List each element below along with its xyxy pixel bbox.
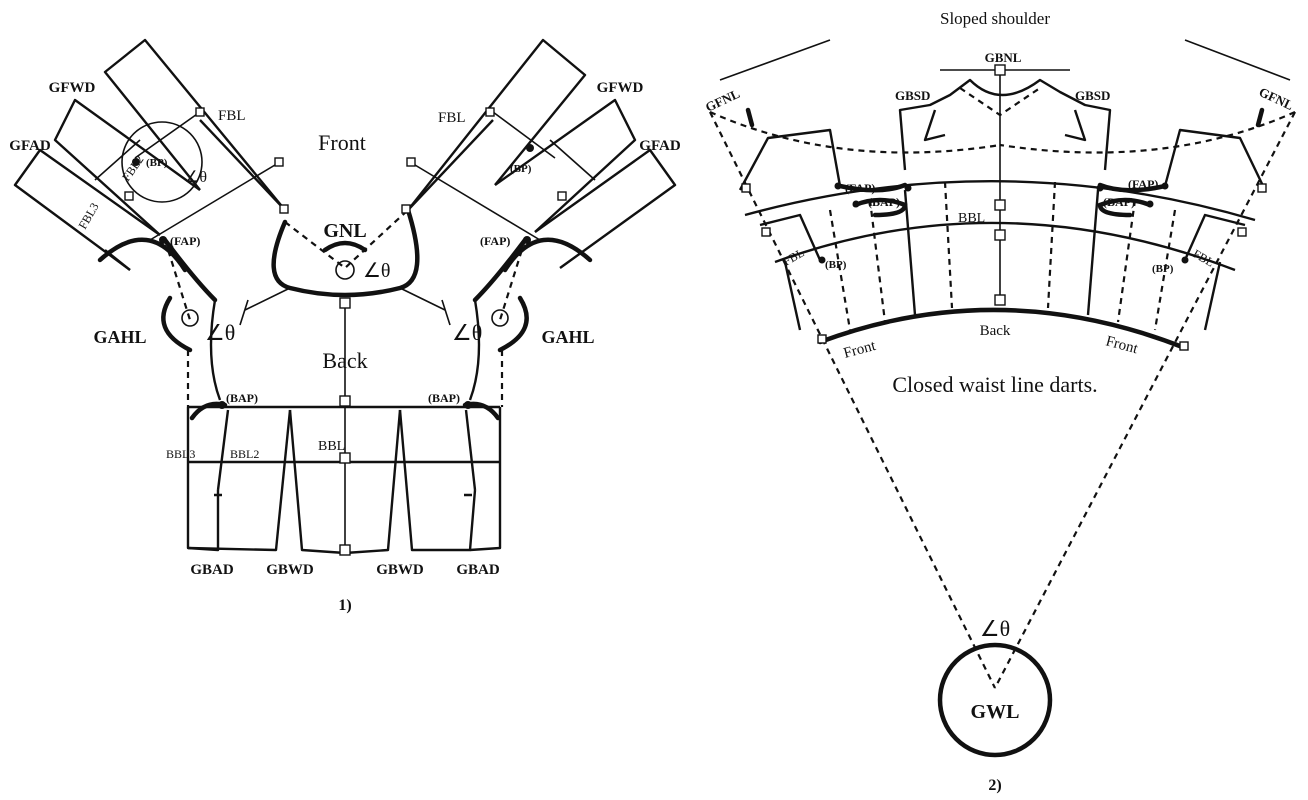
left-front-bodice [13, 38, 289, 321]
front-left-label-2: Front [842, 338, 878, 362]
right-front-bodice [401, 38, 677, 321]
gfnl-left-label: GFNL [703, 86, 742, 115]
gbad-left-label: GBAD [190, 562, 234, 578]
neck-angle-label: ∠θ [363, 260, 391, 282]
sloped-back-piece [898, 64, 1112, 306]
sloped-shoulder-title: Sloped shoulder [940, 9, 1050, 28]
gnl-label: GNL [323, 220, 366, 242]
closed-waist-note: Closed waist line darts. [892, 372, 1097, 397]
bust-angle-label: ∠θ [185, 169, 207, 186]
fbl2-label: FBL2 [119, 153, 147, 184]
fbl-left-label: FBL [218, 108, 246, 124]
bap-left-label: (BAP) [226, 391, 258, 405]
gbwd-right-label: GBWD [376, 562, 424, 578]
gbad-right-label: GBAD [456, 562, 500, 578]
radial-lines [828, 181, 1177, 331]
fan-angle-label: ∠θ [980, 616, 1010, 641]
front-right-label-2: Front [1104, 333, 1140, 357]
fbl-left-label-2: FBL [781, 245, 807, 268]
gfad-right-label: GFAD [639, 138, 681, 154]
front-label: Front [318, 130, 366, 155]
bbl3-label: BBL3 [166, 447, 195, 461]
gahl-left-label: GAHL [93, 327, 146, 347]
fbl3-label: FBL3 [75, 200, 101, 231]
neck-region [244, 207, 446, 311]
bp-right-label: (BP) [510, 163, 532, 175]
fap-left-label: (FAP) [170, 234, 200, 248]
gbsd-left-label: GBSD [895, 88, 930, 103]
fap-left-label-2: (FAP) [845, 181, 875, 195]
gwl-label: GWL [971, 701, 1020, 723]
armhole-left-angle-label: ∠θ [205, 320, 235, 345]
gwl-circle [937, 642, 1053, 758]
gfwd-left-label: GFWD [49, 80, 96, 96]
back-bodice [186, 300, 502, 556]
diagram-2: Sloped shoulder GBNL GBSD GBSD GFNL GFNL… [703, 9, 1296, 794]
bp-left-label-2: (BP) [825, 259, 847, 271]
gbsd-right-label: GBSD [1075, 88, 1110, 103]
gfwd-right-label: GFWD [597, 80, 644, 96]
bbl-label: BBL [318, 439, 345, 454]
gfad-left-label: GFAD [9, 138, 51, 154]
bap-left-label-2: (BAP) [868, 195, 900, 209]
sloped-front-right [1096, 39, 1291, 351]
caption-1: 1) [338, 597, 351, 614]
bp-right-label-2: (BP) [1152, 263, 1174, 275]
sloped-front-left [719, 39, 912, 344]
bap-right-label: (BAP) [428, 391, 460, 405]
gbwd-left-label: GBWD [266, 562, 314, 578]
back-label-2: Back [980, 323, 1011, 339]
fbl-right-label-2: FBL [1191, 246, 1217, 269]
fbl-right-label: FBL [438, 110, 466, 126]
gbnl-label: GBNL [985, 50, 1022, 65]
caption-2: 2) [988, 777, 1001, 794]
gahl-right-label: GAHL [541, 327, 594, 347]
bap-right-label-2: (BAP) [1103, 195, 1135, 209]
armhole-right-angle-label: ∠θ [452, 320, 482, 345]
diagram-1: Front GNL ∠θ Back GAHL GAHL ∠θ ∠θ ∠θ GFW… [9, 38, 681, 614]
bbl2-label: BBL2 [230, 447, 259, 461]
fap-right-label: (FAP) [480, 234, 510, 248]
bbl-label-2: BBL [958, 211, 985, 226]
fap-right-label-2: (FAP) [1128, 177, 1158, 191]
armhole-side-seams [161, 295, 529, 421]
bp-left-label: (BP) [146, 157, 168, 169]
back-label: Back [322, 348, 367, 373]
